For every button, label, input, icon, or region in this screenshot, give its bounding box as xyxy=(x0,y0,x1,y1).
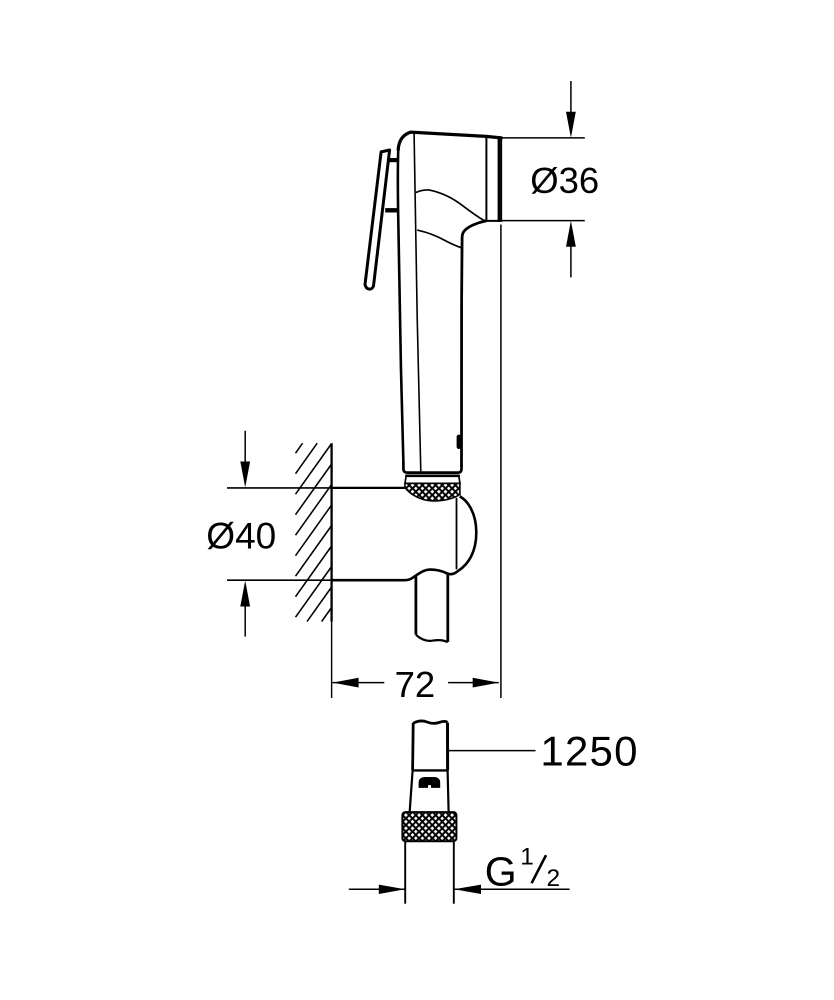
svg-text:1250: 1250 xyxy=(540,728,638,775)
svg-text:72: 72 xyxy=(395,664,436,705)
svg-text:1: 1 xyxy=(520,844,534,871)
svg-text:Ø40: Ø40 xyxy=(206,515,276,556)
svg-text:Ø36: Ø36 xyxy=(530,160,599,201)
svg-text:G: G xyxy=(485,849,517,895)
svg-text:2: 2 xyxy=(547,865,561,892)
